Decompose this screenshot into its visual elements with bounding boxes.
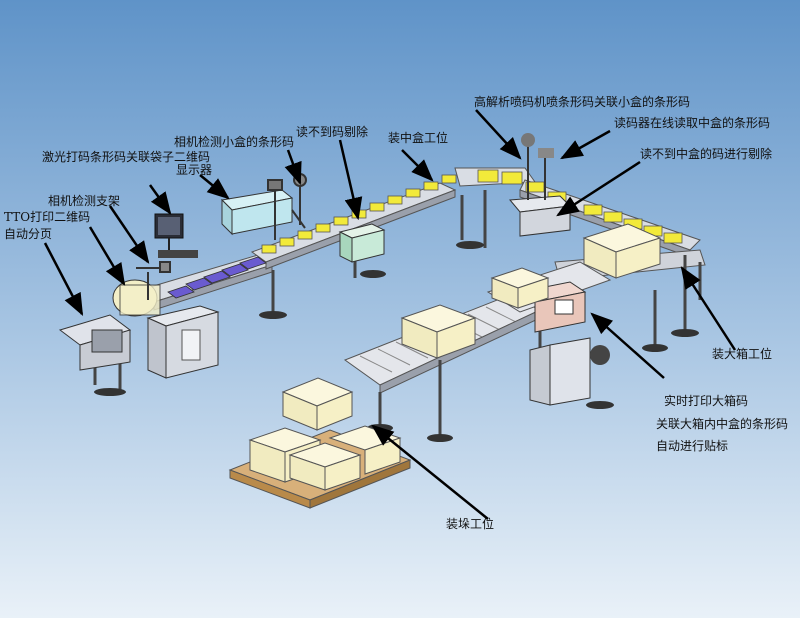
reject-station-1 xyxy=(338,223,386,263)
labeling-machine xyxy=(518,281,610,406)
camera-bracket xyxy=(136,261,171,300)
label-high-res-inkjet: 高解析喷码机喷条形码关联小盒的条形码 xyxy=(474,94,690,109)
labels: 高解析喷码机喷条形码关联小盒的条形码 读码器在线读取中盒的条形码 相机检测小盒的… xyxy=(4,94,788,531)
label-reject-unread: 读不到码剔除 xyxy=(296,124,368,139)
label-reader-online: 读码器在线读取中盒的条形码 xyxy=(614,115,770,130)
label-auto-page: 自动分页 xyxy=(4,227,52,241)
label-palletizing: 装垛工位 xyxy=(446,516,494,531)
label-big-box-station: 装大箱工位 xyxy=(712,346,772,361)
label-camera-small-box: 相机检测小盒的条形码 xyxy=(174,134,294,149)
conveyor-feet xyxy=(94,241,699,442)
tto-printer xyxy=(112,279,161,317)
callout-arrows xyxy=(43,109,737,520)
label-camera-bracket: 相机检测支架 xyxy=(48,193,120,208)
display-monitor xyxy=(154,213,198,258)
electric-cabinet xyxy=(146,305,220,379)
pallet-stack xyxy=(228,377,412,509)
label-realtime-print: 实时打印大箱码 xyxy=(664,393,748,408)
big-boxes xyxy=(400,223,662,359)
label-middle-box-station: 装中盒工位 xyxy=(388,130,448,145)
label-auto-label: 自动进行贴标 xyxy=(656,439,728,453)
label-tto-print: TTO打印二维码 xyxy=(4,210,90,224)
purple-bags xyxy=(167,256,267,299)
auto-paging-machine xyxy=(58,314,132,371)
label-link-big-box: 关联大箱内中盒的条形码 xyxy=(656,416,788,431)
label-laser-print: 激光打码条形码关联袋子二维码 xyxy=(42,150,210,164)
label-display: 显示器 xyxy=(176,163,212,177)
label-reject-middle-box: 读不到中盒的码进行剔除 xyxy=(640,146,772,161)
